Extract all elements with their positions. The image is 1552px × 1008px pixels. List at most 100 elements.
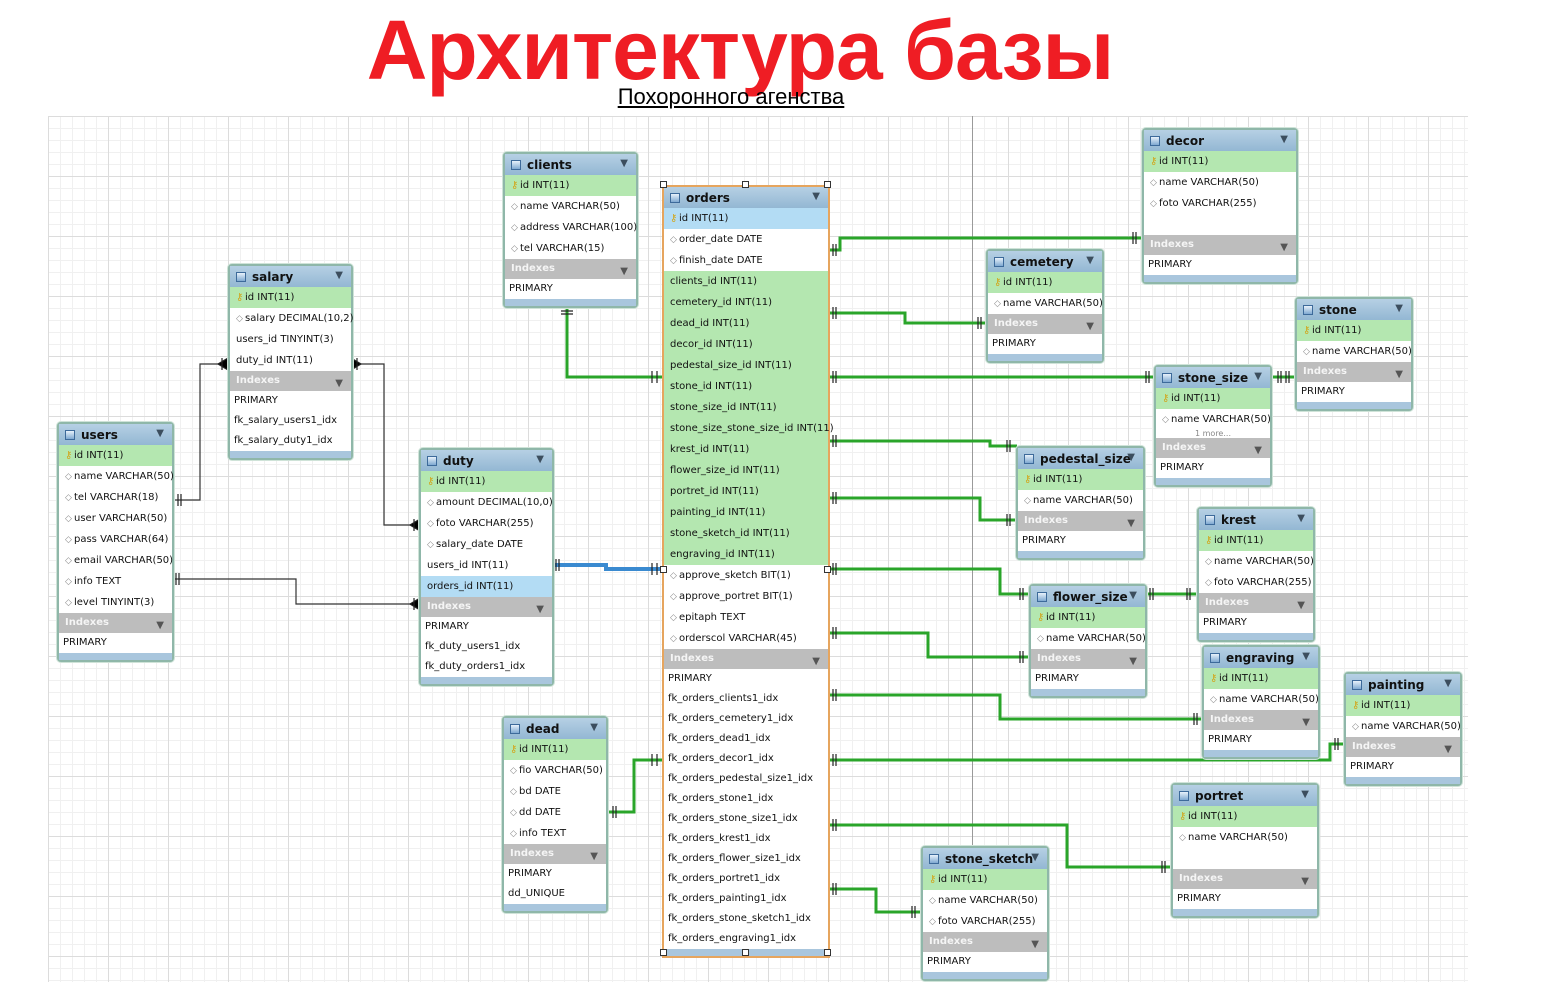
column-row[interactable]: stone_size_stone_size_id INT(11) [664, 418, 834, 439]
table-header[interactable]: painting▼ [1346, 674, 1460, 695]
column-row[interactable]: ◇bd DATE [504, 781, 606, 802]
collapse-arrow-icon[interactable]: ▼ [812, 656, 820, 667]
column-row[interactable]: ◇fio VARCHAR(50) [504, 760, 606, 781]
column-row[interactable]: ◇salary DECIMAL(10,2) [230, 308, 354, 329]
column-row[interactable]: ⚷id INT(11) [1346, 695, 1460, 716]
column-row[interactable]: painting_id INT(11) [664, 502, 828, 523]
collapse-arrow-icon[interactable]: ▼ [1254, 371, 1262, 382]
index-row[interactable]: PRIMARY [1160, 462, 1204, 473]
collapse-arrow-icon[interactable]: ▼ [1086, 321, 1094, 332]
collapse-arrow-icon[interactable]: ▼ [620, 158, 628, 169]
index-row[interactable]: PRIMARY [1177, 893, 1221, 904]
column-row[interactable]: ◇email VARCHAR(50) [59, 550, 173, 571]
table-header[interactable]: flower_size▼ [1031, 586, 1145, 607]
table-header[interactable]: cemetery▼ [988, 251, 1102, 272]
column-row[interactable]: ◇name VARCHAR(50) [1204, 689, 1319, 710]
column-row[interactable]: clients_id INT(11) [664, 271, 828, 292]
table-pedestal-size[interactable]: pedestal_size▼⚷id INT(11)◇name VARCHAR(5… [1016, 446, 1145, 560]
index-row[interactable]: fk_duty_orders1_idx [425, 661, 526, 672]
collapse-arrow-icon[interactable]: ▼ [1395, 303, 1403, 314]
column-row[interactable]: ⚷id INT(11) [1204, 668, 1318, 689]
column-row[interactable]: ◇approve_portret BIT(1) [664, 586, 828, 607]
index-row[interactable]: PRIMARY [508, 868, 552, 879]
index-row[interactable]: PRIMARY [927, 956, 971, 967]
collapse-arrow-icon[interactable]: ▼ [156, 428, 164, 439]
column-row[interactable]: ⚷id INT(11) [1144, 151, 1296, 172]
column-row[interactable]: ◇name VARCHAR(50) [1031, 628, 1146, 649]
column-row[interactable]: ⚷id INT(11) [988, 272, 1102, 293]
table-header[interactable]: stone_sketch▼ [923, 848, 1047, 869]
collapse-arrow-icon[interactable]: ▼ [1127, 518, 1135, 529]
collapse-arrow-icon[interactable]: ▼ [335, 270, 343, 281]
column-row[interactable]: ◇name VARCHAR(50) [988, 293, 1103, 314]
column-row[interactable]: ◇foto VARCHAR(255) [923, 911, 1047, 932]
table-duty[interactable]: duty▼⚷id INT(11)◇amount DECIMAL(10,0)◇fo… [419, 448, 554, 686]
column-row[interactable]: flower_size_id INT(11) [664, 460, 828, 481]
column-row[interactable]: orders_id INT(11) [421, 576, 552, 597]
collapse-arrow-icon[interactable]: ▼ [1301, 876, 1309, 887]
column-row[interactable]: ◇name VARCHAR(50) [1156, 409, 1271, 430]
column-row[interactable]: ◇name VARCHAR(50) [1173, 827, 1317, 848]
table-engraving[interactable]: engraving▼⚷id INT(11)◇name VARCHAR(50)In… [1202, 645, 1320, 759]
column-row[interactable]: ◇name VARCHAR(50) [59, 466, 174, 487]
index-row[interactable]: PRIMARY [63, 637, 107, 648]
column-row[interactable]: ◇epitaph TEXT [664, 607, 828, 628]
column-row[interactable]: ◇foto VARCHAR(255) [421, 513, 552, 534]
collapse-arrow-icon[interactable]: ▼ [536, 604, 544, 615]
column-row[interactable]: ◇approve_sketch BIT(1) [664, 565, 828, 586]
collapse-arrow-icon[interactable]: ▼ [1129, 656, 1137, 667]
index-row[interactable]: fk_salary_users1_idx [234, 415, 338, 426]
index-row[interactable]: PRIMARY [1022, 535, 1066, 546]
collapse-arrow-icon[interactable]: ▼ [590, 851, 598, 862]
index-row[interactable]: fk_orders_portret1_idx [668, 873, 781, 884]
resize-handle[interactable] [824, 566, 831, 573]
table-header[interactable]: krest▼ [1199, 509, 1313, 530]
indexes-header[interactable]: Indexes▼ [1144, 235, 1296, 255]
indexes-header[interactable]: Indexes▼ [230, 371, 351, 391]
collapse-arrow-icon[interactable]: ▼ [1395, 369, 1403, 380]
column-row[interactable]: ◇tel VARCHAR(15) [505, 238, 636, 259]
column-row[interactable] [1144, 214, 1296, 235]
resize-handle[interactable] [824, 181, 831, 188]
column-row[interactable]: ⚷id INT(11) [664, 208, 828, 229]
index-row[interactable]: fk_orders_flower_size1_idx [668, 853, 801, 864]
column-row[interactable]: ◇address VARCHAR(100) [505, 217, 637, 238]
collapse-arrow-icon[interactable]: ▼ [536, 454, 544, 465]
column-row[interactable]: ◇orderscol VARCHAR(45) [664, 628, 828, 649]
collapse-arrow-icon[interactable]: ▼ [1444, 678, 1452, 689]
index-row[interactable]: PRIMARY [234, 395, 278, 406]
index-row[interactable]: fk_orders_dead1_idx [668, 733, 771, 744]
collapse-arrow-icon[interactable]: ▼ [1129, 590, 1137, 601]
resize-handle[interactable] [660, 949, 667, 956]
column-row[interactable]: ◇pass VARCHAR(64) [59, 529, 172, 550]
table-header[interactable]: pedestal_size▼ [1018, 448, 1143, 469]
column-row[interactable]: dead_id INT(11) [664, 313, 828, 334]
column-row[interactable]: ⚷id INT(11) [1297, 320, 1411, 341]
index-row[interactable]: fk_orders_decor1_idx [668, 753, 774, 764]
resize-handle[interactable] [742, 181, 749, 188]
more-columns-link[interactable]: 1 more... [1195, 429, 1231, 438]
table-header[interactable]: duty▼ [421, 450, 552, 471]
collapse-arrow-icon[interactable]: ▼ [1031, 939, 1039, 950]
index-row[interactable]: PRIMARY [425, 621, 469, 632]
column-row[interactable]: ◇name VARCHAR(50) [923, 890, 1047, 911]
resize-handle[interactable] [742, 949, 749, 956]
collapse-arrow-icon[interactable]: ▼ [620, 266, 628, 277]
column-row[interactable]: ⚷id INT(11) [59, 445, 172, 466]
column-row[interactable] [1173, 848, 1317, 869]
indexes-header[interactable]: Indexes▼ [923, 932, 1047, 952]
table-flower-size[interactable]: flower_size▼⚷id INT(11)◇name VARCHAR(50)… [1029, 584, 1147, 698]
column-row[interactable]: ◇salary_date DATE [421, 534, 552, 555]
table-cemetery[interactable]: cemetery▼⚷id INT(11)◇name VARCHAR(50)Ind… [986, 249, 1104, 363]
index-row[interactable]: fk_orders_painting1_idx [668, 893, 787, 904]
collapse-arrow-icon[interactable]: ▼ [1302, 717, 1310, 728]
column-row[interactable]: duty_id INT(11) [230, 350, 351, 371]
indexes-header[interactable]: Indexes▼ [664, 649, 828, 669]
collapse-arrow-icon[interactable]: ▼ [335, 378, 343, 389]
column-row[interactable]: ⚷id INT(11) [230, 287, 351, 308]
column-row[interactable]: portret_id INT(11) [664, 481, 828, 502]
index-row[interactable]: PRIMARY [1148, 259, 1192, 270]
table-header[interactable]: dead▼ [504, 718, 606, 739]
column-row[interactable]: ⚷id INT(11) [504, 739, 606, 760]
index-row[interactable]: PRIMARY [1301, 386, 1345, 397]
